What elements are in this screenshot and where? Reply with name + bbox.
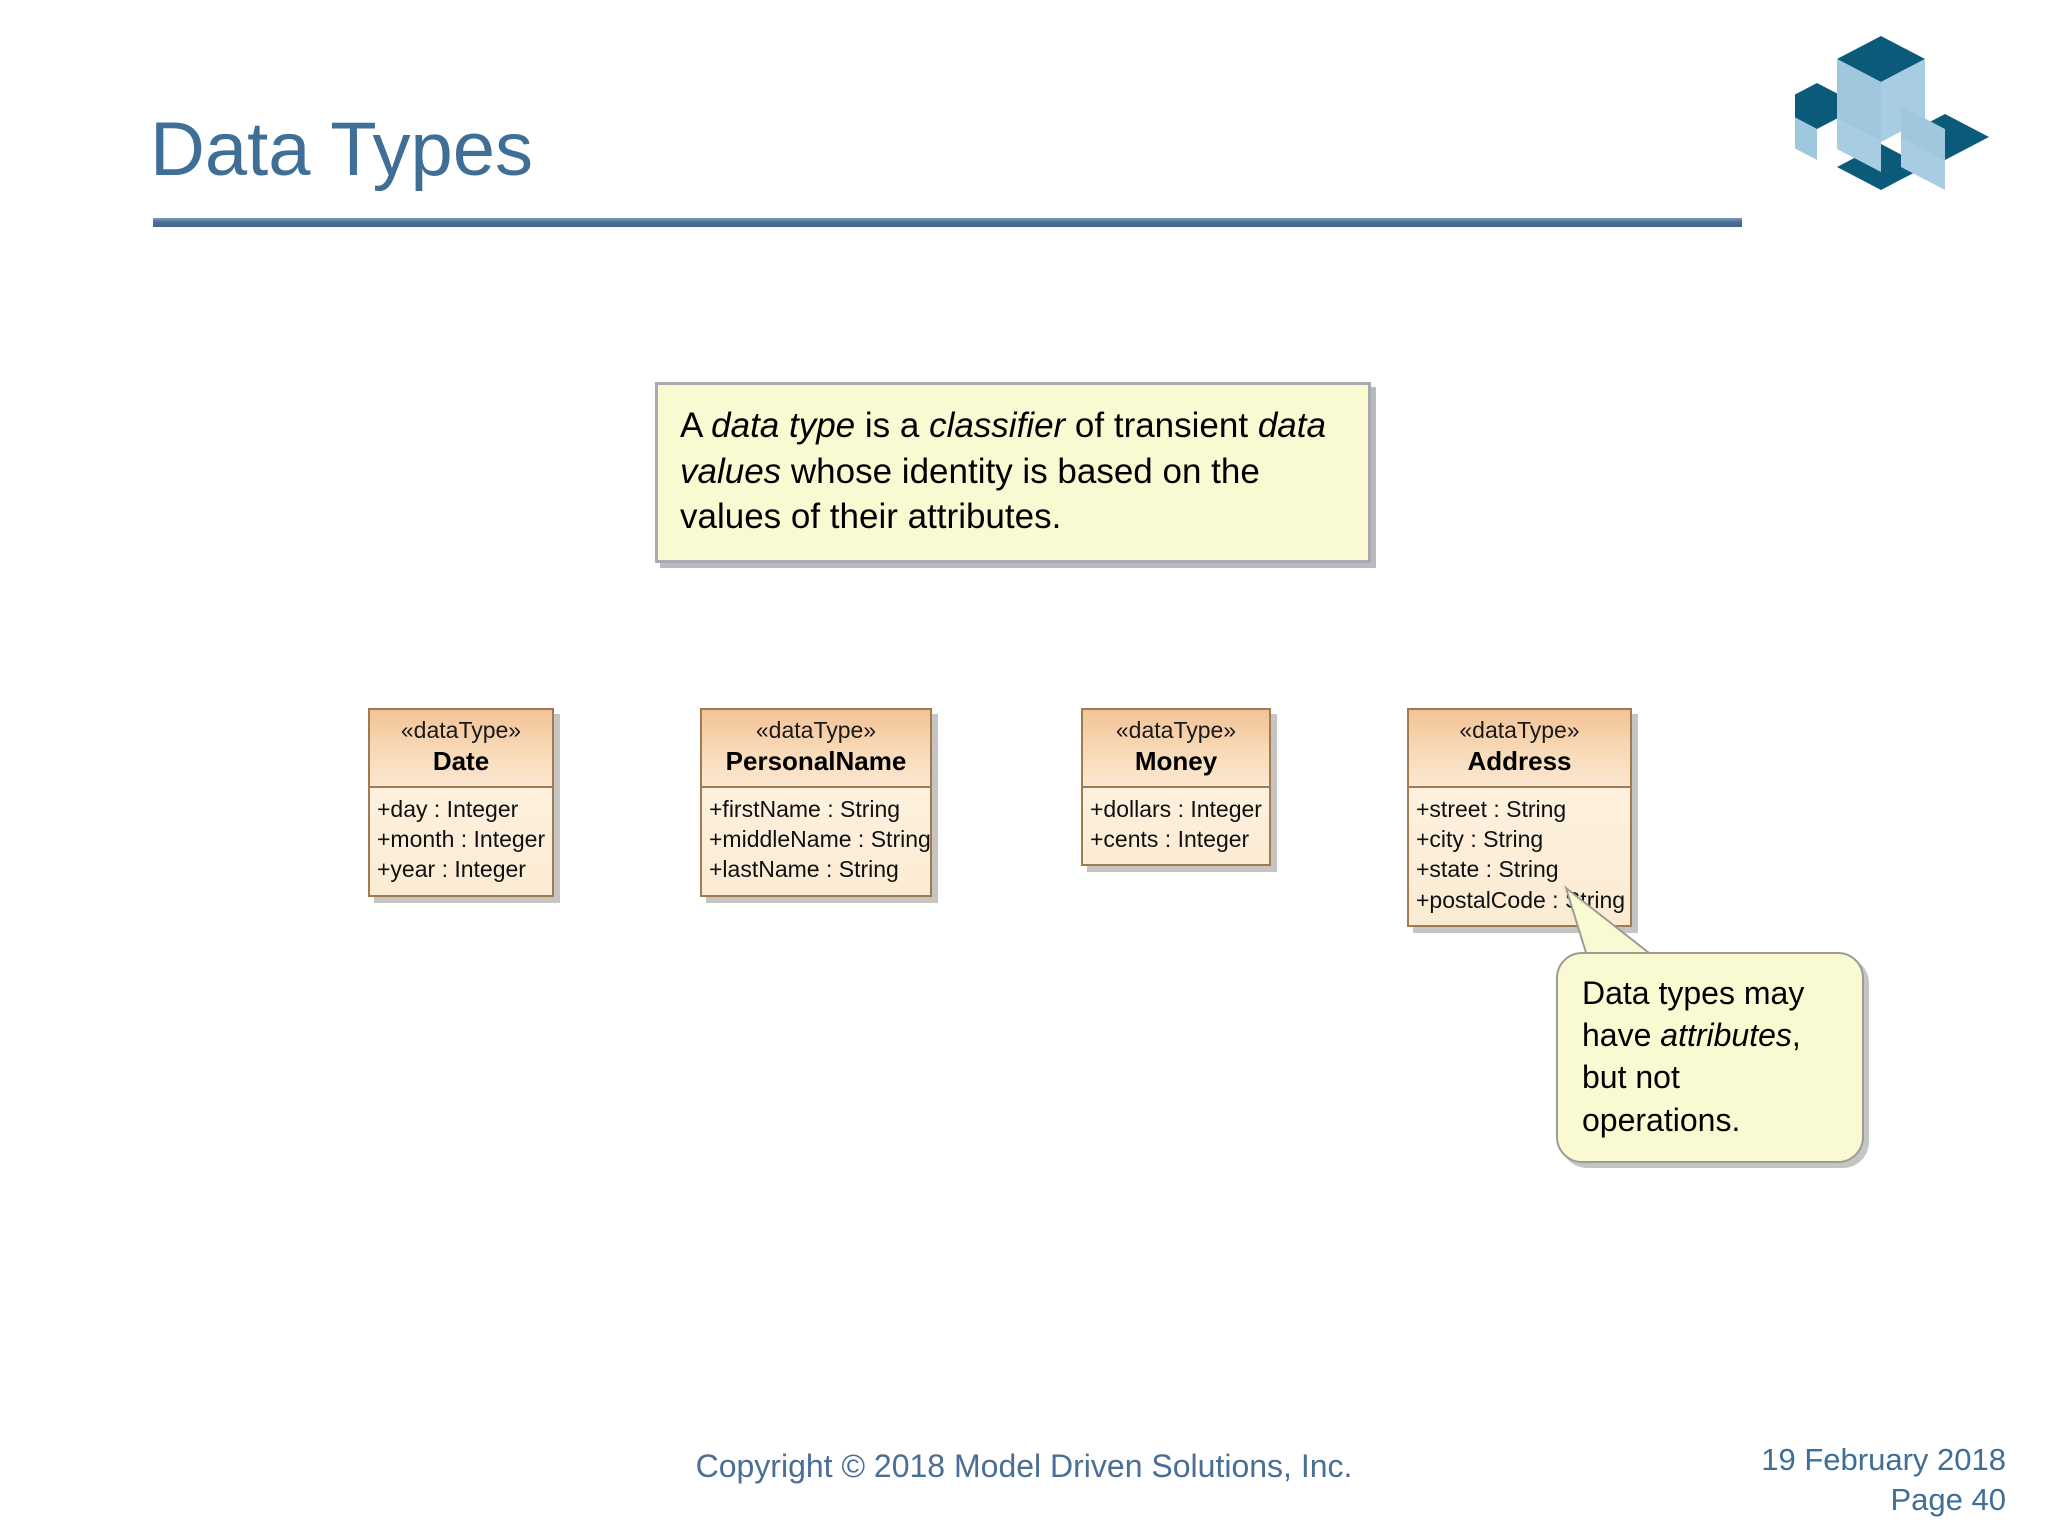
uml-attribute: +lastName : String: [709, 856, 899, 883]
page-title: Data Types: [150, 107, 534, 192]
uml-class-name: Address: [1467, 746, 1572, 777]
note-callout: Data types may have attributes, but not …: [1556, 952, 1864, 1163]
uml-class-header: «dataType» PersonalName: [702, 710, 930, 788]
uml-attribute: +street : String: [1416, 795, 1567, 822]
uml-attribute: +cents : Integer: [1090, 825, 1250, 852]
uml-attribute: +middleName : String: [709, 825, 931, 852]
footer-page-number: Page 40: [1890, 1482, 2007, 1518]
uml-attribute-compartment: +day : Integer +month : Integer +year : In…: [370, 787, 552, 895]
uml-attribute-compartment: +street : String +city : String +state : S…: [1409, 787, 1630, 926]
title-underline-rule: [153, 218, 1742, 227]
uml-class-money: «dataType» Money +dollars : Integer +cent…: [1081, 708, 1271, 867]
uml-class-name: Money: [1134, 746, 1218, 777]
note-text: Data types may have attributes, but not …: [1582, 975, 1805, 1138]
uml-attribute: +month : Integer: [377, 825, 546, 852]
footer-date-text: 19 February 2018: [1761, 1442, 2006, 1477]
uml-class-name: Date: [432, 746, 490, 777]
uml-class-address: «dataType» Address +street : String +city…: [1407, 708, 1632, 928]
uml-class-date: «dataType» Date +day : Integer +month : I…: [368, 708, 554, 897]
uml-stereotype: «dataType»: [400, 717, 522, 743]
definition-text: A data type is a classifier of transient…: [680, 406, 1326, 536]
uml-attribute: +year : Integer: [377, 856, 526, 883]
uml-stereotype: «dataType»: [1459, 717, 1580, 743]
uml-class-personalname: «dataType» PersonalName +firstName : Str…: [700, 708, 932, 897]
uml-class-header: «dataType» Money: [1083, 710, 1269, 788]
definition-callout: A data type is a classifier of transient…: [655, 382, 1371, 563]
uml-stereotype: «dataType»: [755, 717, 877, 743]
uml-attribute: +city : String: [1416, 825, 1544, 852]
uml-class-header: «dataType» Address: [1409, 710, 1630, 788]
uml-class-header: «dataType» Date: [370, 710, 552, 788]
uml-stereotype: «dataType»: [1115, 717, 1237, 743]
uml-attribute-compartment: +firstName : String +middleName : String +…: [702, 787, 931, 895]
uml-attribute: +dollars : Integer: [1090, 795, 1262, 822]
uml-attribute-compartment: +dollars : Integer +cents : Integer: [1083, 787, 1269, 865]
uml-attribute: +day : Integer: [377, 795, 519, 822]
isometric-blocks-logo: [1773, 30, 2010, 190]
uml-class-name: PersonalName: [725, 746, 907, 777]
footer-date-page: 19 February 2018 Page 40: [1761, 1440, 2006, 1521]
footer-copyright: Copyright © 2018 Model Driven Solutions,…: [695, 1448, 1353, 1484]
uml-attribute: +postalCode : String: [1416, 886, 1626, 913]
uml-attribute: +firstName : String: [709, 795, 901, 822]
uml-attribute: +state : String: [1416, 856, 1559, 883]
